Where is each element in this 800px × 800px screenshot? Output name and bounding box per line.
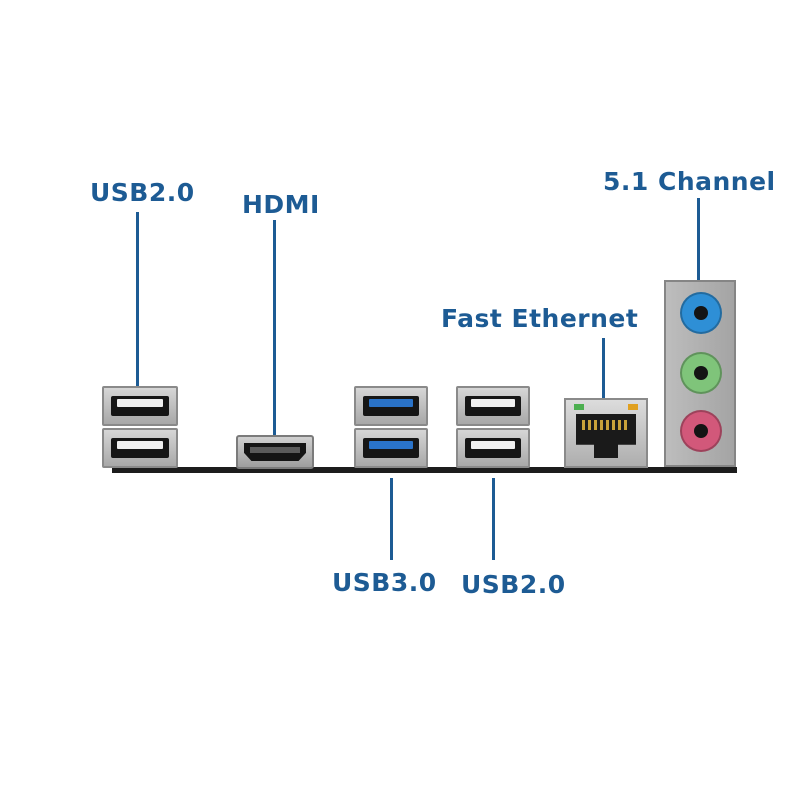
hdmi-label: HDMI [242,190,320,219]
usb-port-icon [354,386,428,426]
ethernet-led-green [574,404,584,410]
audio-jack-icon [680,292,722,334]
usb-port-icon [102,386,178,426]
audio-jack-icon [680,352,722,394]
usb3-label: USB3.0 [332,568,437,597]
channel-label: 5.1 Channel [603,167,776,196]
channel-leader [697,198,700,280]
ethernet-leader [602,338,605,398]
usb3-port-stack [354,386,428,470]
usb2-left-label: USB2.0 [90,178,195,207]
usb2-left-leader [136,212,139,390]
audio-jack-panel [664,280,736,467]
usb-port-icon [456,386,530,426]
usb-port-icon [354,428,428,468]
usb2-left-port-stack [102,386,178,470]
usb3-leader [390,478,393,560]
hdmi-leader [273,220,276,445]
rj45-port-icon [564,398,648,468]
hdmi-port-icon [236,435,314,469]
usb-port-icon [102,428,178,468]
ethernet-label: Fast Ethernet [441,304,639,333]
usb2-right-label: USB2.0 [461,570,566,599]
io-panel-baseline [112,467,737,473]
usb2-right-leader [492,478,495,560]
audio-jack-icon [680,410,722,452]
ethernet-led-amber [628,404,638,410]
usb2-right-port-stack [456,386,530,470]
usb-port-icon [456,428,530,468]
